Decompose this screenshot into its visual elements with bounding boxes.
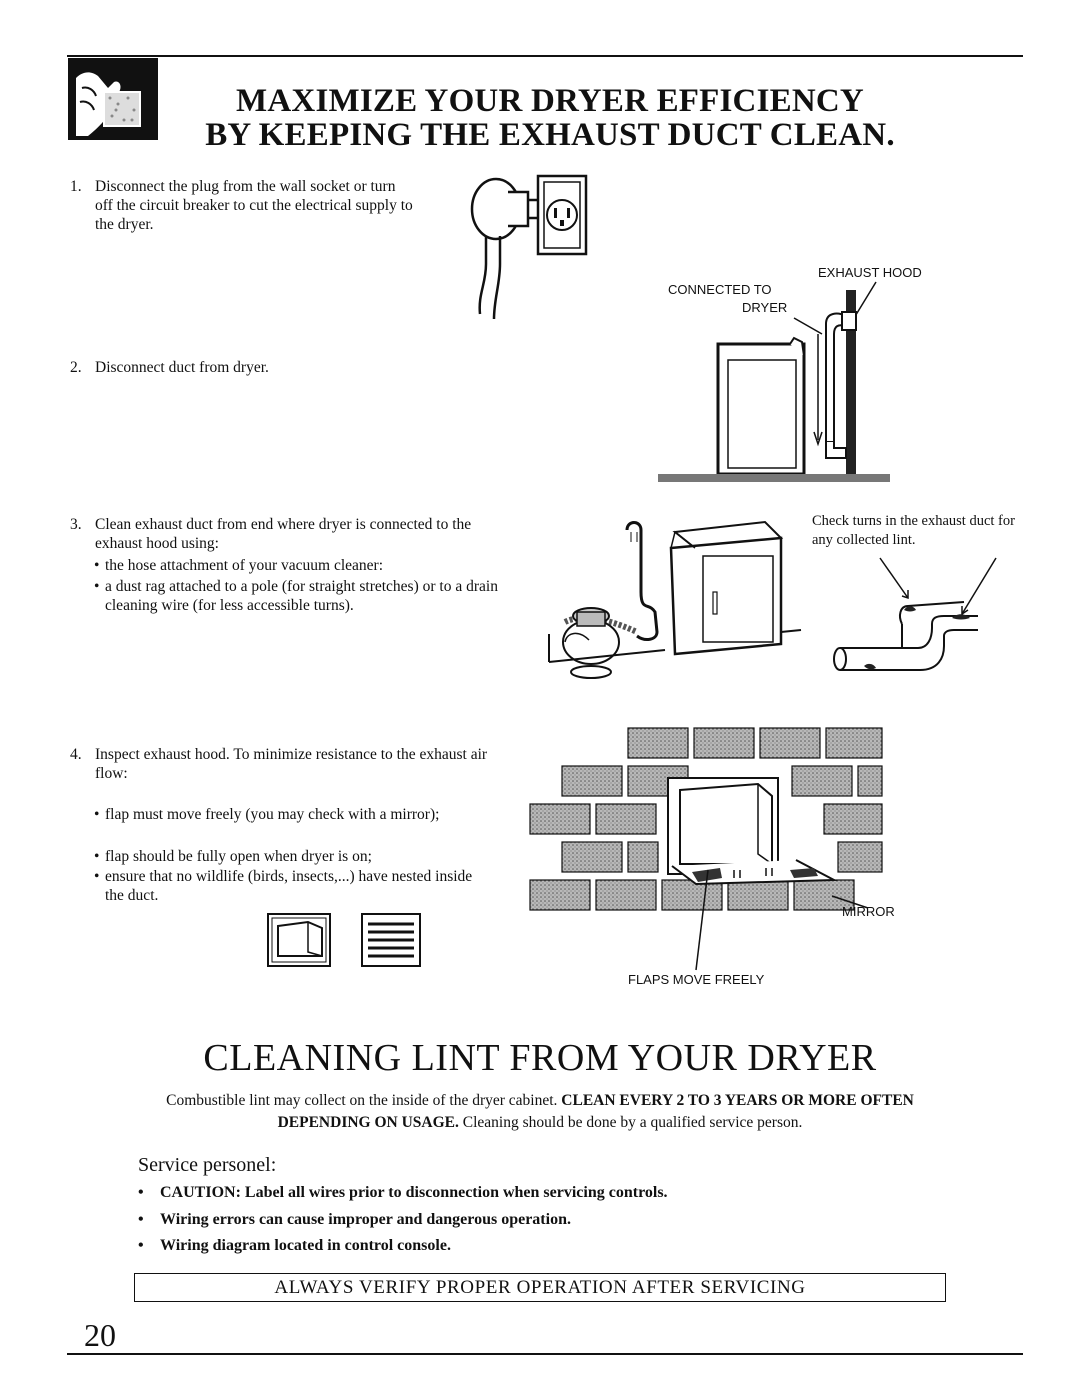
lint-section-paragraph: Combustible lint may collect on the insi… (166, 1092, 914, 1131)
label-check-turns: Check turns in the exhaust duct for any … (812, 513, 1015, 548)
step4-bullet-3: •ensure that no wildlife (birds, insects… (94, 868, 473, 904)
bottom-rule (67, 1353, 1023, 1355)
label-dryer: DRYER (742, 300, 788, 315)
service-heading: Service personel: (138, 1154, 277, 1176)
top-rule (67, 55, 1023, 57)
lint-section-heading: CLEANING LINT FROM YOUR DRYER (203, 1037, 877, 1079)
step4-bullet-1: •flap must move freely (you may check wi… (94, 806, 440, 823)
step-3: 3. Clean exhaust duct from end where dry… (70, 515, 490, 553)
label-mirror: MIRROR (842, 904, 895, 919)
label-exhaust-hood: EXHAUST HOOD (818, 265, 922, 280)
vent-hood-icon (267, 913, 331, 967)
step-text: Clean exhaust duct from end where dryer … (95, 516, 472, 552)
step-number: 1. (70, 178, 82, 195)
step-4: 4. Inspect exhaust hood. To minimize res… (70, 745, 510, 783)
verify-operation-box: ALWAYS VERIFY PROPER OPERATION AFTER SER… (134, 1273, 946, 1302)
page-title-line1: MAXIMIZE YOUR DRYER EFFICIENCY (236, 83, 864, 119)
louvered-vent-icon (361, 913, 421, 967)
step-number: 3. (70, 516, 82, 533)
caution-item-3: •Wiring diagram located in control conso… (138, 1237, 451, 1254)
plug-outlet-illustration (470, 174, 588, 320)
page-number: 20 (84, 1317, 116, 1353)
step-text: Inspect exhaust hood. To minimize resist… (95, 746, 488, 782)
caution-item-1: •CAUTION: Label all wires prior to disco… (138, 1184, 668, 1201)
caution-item-2: •Wiring errors can cause improper and da… (138, 1211, 571, 1228)
step-number: 2. (70, 359, 82, 376)
label-connected-to: CONNECTED TO (668, 282, 772, 297)
step-text: Disconnect the plug from the wall socket… (95, 178, 413, 233)
step4-bullet-2: •flap should be fully open when dryer is… (94, 848, 372, 865)
brick-wall-hood-illustration (529, 727, 883, 971)
page-title-line2: BY KEEPING THE EXHAUST DUCT CLEAN. (205, 117, 895, 153)
hand-sponge-icon (68, 58, 158, 140)
step-1: 1. Disconnect the plug from the wall soc… (70, 177, 415, 234)
step-number: 4. (70, 746, 82, 763)
step-2: 2. Disconnect duct from dryer. (70, 358, 415, 377)
step-text: Disconnect duct from dryer. (95, 359, 269, 376)
label-flaps-move-freely: FLAPS MOVE FREELY (628, 972, 765, 987)
lint-duct-illustration (833, 557, 997, 671)
step3-bullet-1: •the hose attachment of your vacuum clea… (94, 557, 384, 574)
vacuum-dryer-illustration (548, 520, 802, 679)
step3-bullet-2: •a dust rag attached to a pole (for stra… (94, 578, 498, 614)
dryer-duct-illustration (658, 281, 890, 482)
